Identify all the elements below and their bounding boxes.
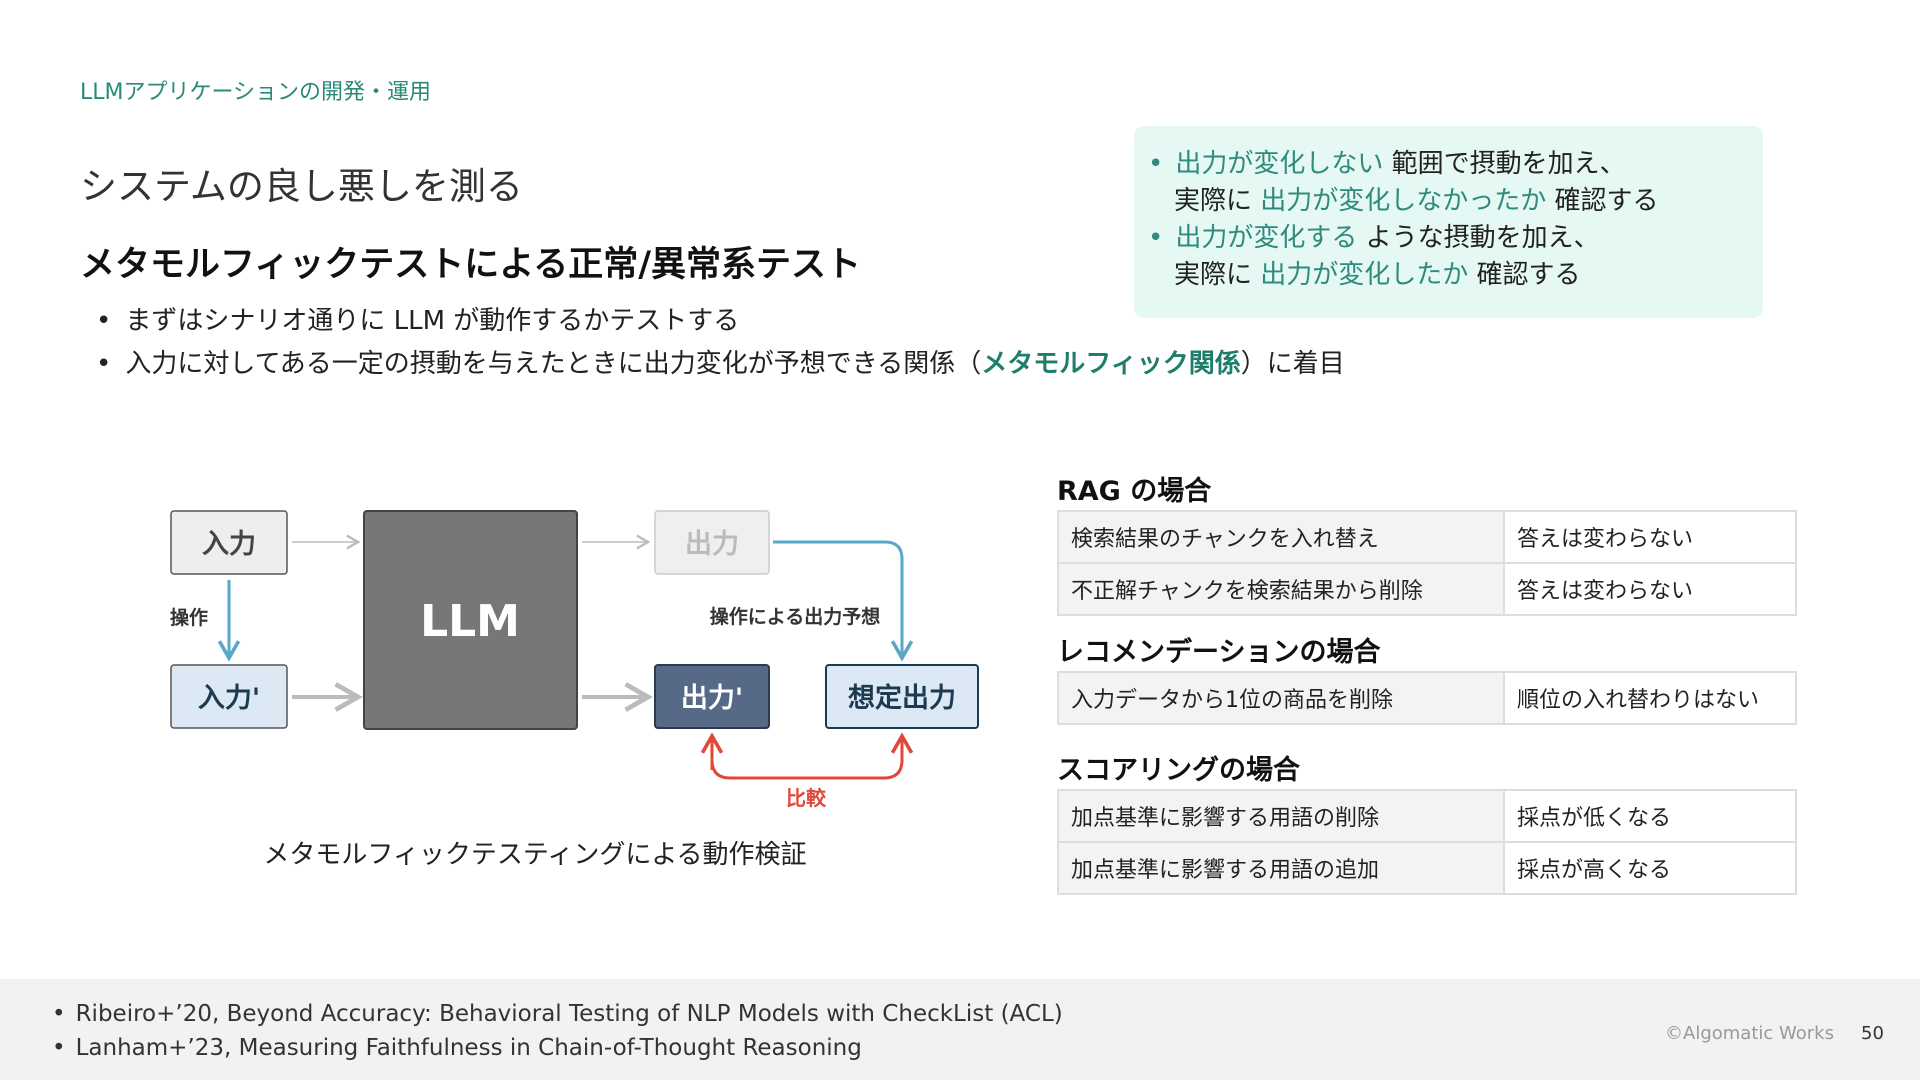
page-number: 50	[1861, 1023, 1884, 1044]
references: Ribeiro+’20, Beyond Accuracy: Behavioral…	[52, 997, 1063, 1065]
prediction-arrow	[773, 540, 914, 662]
table-cell: 入力データから1位の商品を削除	[1057, 671, 1505, 725]
callout-text: 確認する	[1468, 260, 1581, 290]
table-cell: 採点が高くなる	[1503, 841, 1797, 895]
compare-arrow	[710, 732, 914, 780]
breadcrumb: LLMアプリケーションの開発・運用	[80, 80, 432, 105]
metamorphic-relation-term: メタモルフィック関係	[981, 349, 1241, 379]
diagram-caption: メタモルフィックテスティングによる動作検証	[263, 840, 807, 870]
table-cell: 答えは変わらない	[1503, 510, 1797, 564]
output-prime-label: 出力'	[681, 683, 743, 714]
table-cell: 採点が低くなる	[1503, 789, 1797, 843]
table-row: 加点基準に影響する用語の削除採点が低くなる	[1057, 789, 1797, 843]
table-cell: 順位の入れ替わりはない	[1503, 671, 1797, 725]
prediction-label: 操作による出力予想	[710, 605, 880, 628]
callout-highlight: 出力が変化する	[1175, 223, 1358, 253]
copyright: ©Algomatic Works	[1665, 1023, 1834, 1044]
bullet-text: 入力に対してある一定の摂動を与えたときに出力変化が予想できる関係（	[125, 349, 982, 379]
reference-text: Lanham+’23, Measuring Faithfulness in Ch…	[75, 1035, 862, 1061]
input-prime-box	[170, 664, 288, 729]
llm-label: LLM	[420, 596, 520, 647]
callout-text: 範囲で摂動を加え、	[1383, 149, 1626, 179]
table-row: 入力データから1位の商品を削除順位の入れ替わりはない	[1057, 671, 1797, 725]
output-prime-box	[654, 664, 770, 729]
bullet-list: まずはシナリオ通りに LLM が動作するかテストする 入力に対してある一定の摂動…	[96, 300, 1345, 386]
callout-highlight: 出力が変化したか	[1260, 260, 1469, 290]
callout-item: 出力が変化しない 範囲で摂動を加え、	[1174, 146, 1763, 183]
reference-text: Ribeiro+’20, Beyond Accuracy: Behavioral…	[75, 1001, 1063, 1027]
reference-item: Lanham+’23, Measuring Faithfulness in Ch…	[52, 1031, 1063, 1065]
compare-label: 比較	[786, 786, 827, 810]
table-row: 加点基準に影響する用語の追加採点が高くなる	[1057, 841, 1797, 895]
recommendation-table: 入力データから1位の商品を削除順位の入れ替わりはない	[1057, 671, 1797, 725]
llm-box	[363, 510, 578, 730]
table-cell: 検索結果のチャンクを入れ替え	[1057, 510, 1505, 564]
table-cell: 答えは変わらない	[1503, 562, 1797, 616]
rag-heading: RAG の場合	[1057, 476, 1212, 507]
table-cell: 加点基準に影響する用語の追加	[1057, 841, 1505, 895]
callout-text: 実際に	[1174, 260, 1261, 290]
input-box	[170, 510, 288, 575]
table-row: 不正解チャンクを検索結果から削除答えは変わらない	[1057, 562, 1797, 616]
callout-item: 出力が変化する ような摂動を加え、	[1174, 220, 1763, 257]
callout-item: 実際に 出力が変化したか 確認する	[1174, 257, 1763, 294]
metamorphic-diagram: 入力 入力' 操作 LLM 出力 出力' 想定出力 操作による出力予想 比較	[170, 510, 979, 810]
table-cell: 加点基準に影響する用語の削除	[1057, 789, 1505, 843]
input-label: 入力	[202, 529, 256, 560]
section-subtitle: メタモルフィックテストによる正常/異常系テスト	[80, 245, 862, 285]
expected-output-box	[825, 664, 979, 729]
callout-box: 出力が変化しない 範囲で摂動を加え、 実際に 出力が変化しなかったか 確認する …	[1134, 126, 1763, 318]
bullet-item: 入力に対してある一定の摂動を与えたときに出力変化が予想できる関係（メタモルフィッ…	[96, 343, 1345, 386]
input-prime-label: 入力'	[198, 683, 260, 714]
reference-item: Ribeiro+’20, Beyond Accuracy: Behavioral…	[52, 997, 1063, 1031]
expected-output-label: 想定出力	[848, 682, 956, 714]
table-row: 検索結果のチャンクを入れ替え答えは変わらない	[1057, 510, 1797, 564]
recommendation-heading: レコメンデーションの場合	[1057, 637, 1381, 668]
scoring-heading: スコアリングの場合	[1057, 755, 1300, 786]
operation-label: 操作	[170, 606, 208, 629]
rag-table: 検索結果のチャンクを入れ替え答えは変わらない 不正解チャンクを検索結果から削除答…	[1057, 510, 1797, 616]
callout-highlight: 出力が変化しなかったか	[1260, 186, 1547, 216]
bullet-text: まずはシナリオ通りに LLM が動作するかテストする	[125, 306, 740, 336]
callout-item: 実際に 出力が変化しなかったか 確認する	[1174, 183, 1763, 220]
page-title: システムの良し悪しを測る	[80, 165, 523, 208]
callout-text: 実際に	[1174, 186, 1261, 216]
table-cell: 不正解チャンクを検索結果から削除	[1057, 562, 1505, 616]
bullet-item: まずはシナリオ通りに LLM が動作するかテストする	[96, 300, 1345, 343]
output-box	[654, 510, 770, 575]
callout-text: 確認する	[1546, 186, 1659, 216]
callout-highlight: 出力が変化しない	[1175, 149, 1384, 179]
scoring-table: 加点基準に影響する用語の削除採点が低くなる 加点基準に影響する用語の追加採点が高…	[1057, 789, 1797, 895]
output-label: 出力	[685, 529, 739, 560]
callout-text: ような摂動を加え、	[1357, 223, 1600, 253]
bullet-text: ）に着目	[1240, 349, 1345, 379]
